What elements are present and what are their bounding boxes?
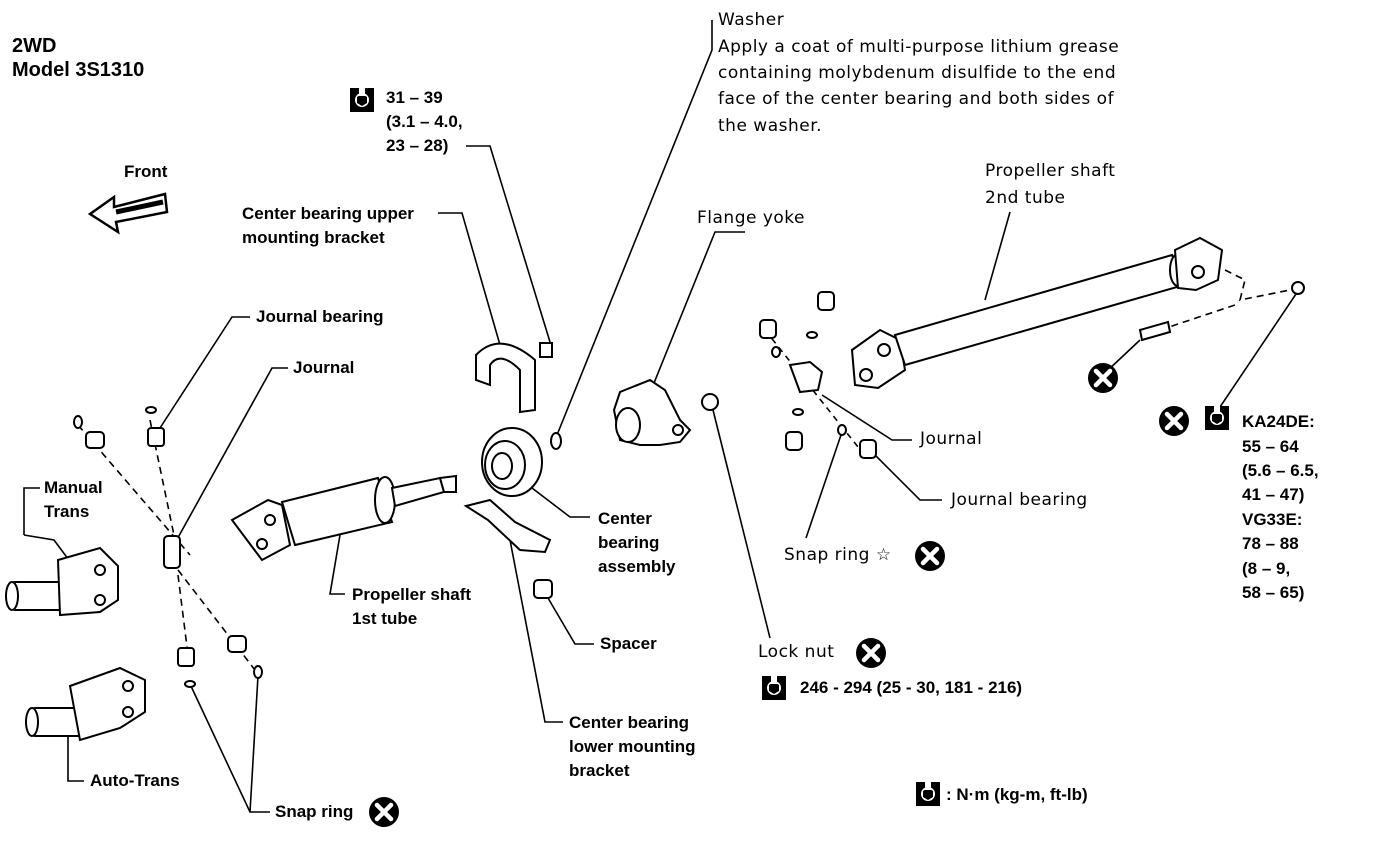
do-not-reuse-icon xyxy=(1088,363,1118,393)
snap-ring-bottom-label: Snap ring xyxy=(275,802,354,821)
journal-left-label: Journal xyxy=(293,358,355,377)
torque-vg33e-1: 78 – 88 xyxy=(1242,534,1299,553)
propeller-shaft-1st-label-2: 1st tube xyxy=(352,609,418,628)
torque-ka24de-3: 41 – 47) xyxy=(1242,485,1305,504)
do-not-reuse-icon xyxy=(369,797,399,827)
torque-top-line1: 31 – 39 xyxy=(386,88,443,107)
torque-wrench-icon xyxy=(916,782,940,806)
journal-bearing-left-label: Journal bearing xyxy=(256,307,384,326)
center-bearing-assy-label-3: assembly xyxy=(598,557,676,576)
diagram-title-line2: Model 3S1310 xyxy=(12,59,145,81)
diagram-title-line1: 2WD xyxy=(12,35,57,57)
manual-trans-label-2: Trans xyxy=(44,502,90,521)
lock-nut-label: Lock nut xyxy=(758,642,835,662)
center-bearing-upper-bracket xyxy=(475,342,553,414)
front-label: Front xyxy=(124,162,168,181)
center-bearing-lower-bracket xyxy=(463,498,552,554)
torque-top-line3: 23 – 28) xyxy=(386,136,449,155)
snap-ring-right-label: Snap ring ☆ xyxy=(784,545,892,565)
center-bearing-lower-label-2: lower mounting xyxy=(569,737,696,756)
propeller-shaft-2nd-tube xyxy=(850,236,1305,390)
journal-right-parts xyxy=(759,291,877,459)
spacer-label: Spacer xyxy=(600,634,657,653)
washer-note-3: face of the center bearing and both side… xyxy=(718,89,1115,109)
propeller-shaft-1st-label-1: Propeller shaft xyxy=(352,585,472,604)
do-not-reuse-icon xyxy=(856,638,886,668)
torque-ka24de-1: 55 – 64 xyxy=(1242,437,1299,456)
washer-note-1: Apply a coat of multi-purpose lithium gr… xyxy=(718,37,1120,57)
torque-vg33e-label: VG33E: xyxy=(1242,510,1303,529)
auto-trans-yoke xyxy=(25,666,146,742)
torque-top-line2: (3.1 – 4.0, xyxy=(386,112,463,131)
torque-vg33e-2: (8 – 9, xyxy=(1242,559,1291,578)
center-bearing-upper-label-1: Center bearing upper xyxy=(242,204,414,223)
washer-note-2: containing molybdenum disulfide to the e… xyxy=(718,63,1117,83)
torque-ka24de-label: KA24DE: xyxy=(1242,412,1315,431)
propeller-shaft-2nd-label-1: Propeller shaft xyxy=(985,161,1116,181)
manual-trans-yoke xyxy=(5,546,119,617)
torque-wrench-icon xyxy=(1205,406,1229,430)
torque-wrench-icon xyxy=(762,676,786,700)
manual-trans-label-1: Manual xyxy=(44,478,103,497)
torque-vg33e-3: 58 – 65) xyxy=(1242,583,1305,602)
torque-unit-legend: : N·m (kg-m, ft-lb) xyxy=(946,785,1088,804)
torque-ka24de-2: (5.6 – 6.5, xyxy=(1242,461,1319,480)
journal-bearing-right-label: Journal bearing xyxy=(951,490,1088,510)
washer-note-4: the washer. xyxy=(718,116,823,136)
propeller-shaft-1st-tube xyxy=(230,474,457,562)
front-arrow-icon xyxy=(87,192,169,235)
propeller-shaft-2nd-label-2: 2nd tube xyxy=(985,188,1066,208)
auto-trans-label: Auto-Trans xyxy=(90,771,180,790)
center-bearing-assy-label-2: bearing xyxy=(598,533,660,552)
washer-title: Washer xyxy=(718,10,785,30)
flange-yoke-label: Flange yoke xyxy=(697,208,806,228)
center-bearing-assy-label-1: Center xyxy=(598,509,652,528)
center-bearing-lower-label-3: bracket xyxy=(569,761,630,780)
center-bearing-assembly xyxy=(481,427,562,497)
lock-nut-torque: 246 - 294 (25 - 30, 181 - 216) xyxy=(800,678,1023,697)
journal-right-label: Journal xyxy=(920,429,983,449)
parts xyxy=(5,236,1305,742)
do-not-reuse-icon xyxy=(1159,406,1189,436)
center-bearing-lower-label-1: Center bearing xyxy=(569,713,689,732)
do-not-reuse-icon xyxy=(915,541,945,571)
flange-yoke xyxy=(612,378,719,446)
spacer xyxy=(533,579,553,599)
torque-wrench-icon xyxy=(350,88,374,112)
leader-lines xyxy=(23,20,1297,813)
center-bearing-upper-label-2: mounting bracket xyxy=(242,228,385,247)
journal-left-parts xyxy=(73,406,263,688)
